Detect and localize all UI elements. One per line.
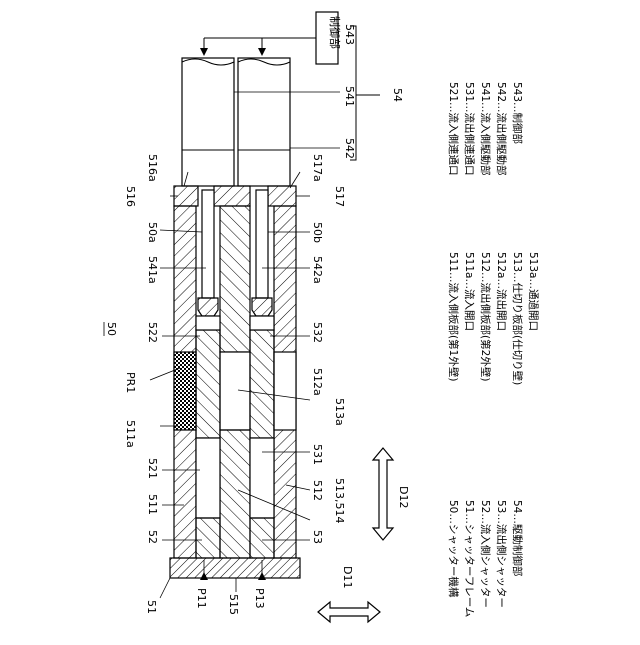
legend-left: 50…シャッター機構 51…シャッターフレーム 52…流入側シャッター 53…流… (447, 500, 524, 617)
partition-wall-513-lower (220, 430, 250, 558)
top-flange-center (214, 186, 250, 206)
legend-left-item: 53…流出側シャッター (495, 500, 508, 608)
coupling-532 (252, 298, 272, 316)
drive-unit-541 (182, 58, 234, 186)
direction-arrow-d11 (318, 602, 380, 622)
label-513-514: 513,514 (333, 478, 346, 524)
label-512: 512 (311, 480, 324, 501)
base-plate-515 (170, 558, 300, 578)
inflow-shutter-lower (196, 518, 220, 558)
legend-left-item: 51…シャッターフレーム (463, 500, 475, 617)
outflow-opening-512a (274, 352, 296, 430)
label-531: 531 (311, 444, 324, 465)
coupling-532-base (250, 316, 274, 330)
legend-middle-item: 513a…通過開口 (527, 252, 539, 331)
outflow-shutter-53 (250, 330, 274, 558)
legend-middle-item: 513…仕切り板部(仕切り壁) (511, 252, 524, 385)
label-p11: P11 (195, 588, 208, 609)
inflow-shutter-52 (196, 330, 220, 558)
legend-right-item: 531…流出側連通口 (463, 82, 476, 176)
label-512a: 512a (311, 368, 324, 396)
controller-label: 制御部 (328, 16, 342, 49)
outflow-shutter-upper (250, 330, 274, 438)
label-543: 543 (343, 24, 356, 45)
label-516: 516 (124, 186, 137, 207)
label-515: 515 (227, 594, 240, 615)
controller-block: 制御部 (204, 12, 342, 64)
drive-unit-542 (238, 58, 290, 186)
rod-542a (256, 190, 268, 298)
legend-middle: 511…流入側板部(第1外壁) 511a…流入開口 512…流出側板部(第2外壁… (447, 252, 539, 385)
label-513a: 513a (333, 398, 346, 426)
shutter-frame (170, 186, 300, 578)
rod-541a (202, 190, 214, 298)
label-511: 511 (146, 494, 159, 515)
label-542: 542 (343, 138, 356, 159)
label-541: 541 (343, 86, 356, 107)
outflow-shutter-port-531 (250, 438, 274, 518)
label-50b: 50b (311, 222, 324, 243)
direction-arrow-d12 (373, 448, 393, 540)
inflow-opening-511a (174, 352, 196, 430)
top-flange-517 (268, 186, 296, 206)
inflow-shutter-upper (196, 330, 220, 438)
label-50: 50 (105, 322, 118, 336)
legend-middle-item: 512a…流出開口 (495, 252, 508, 331)
legend-middle-item: 511a…流入開口 (463, 252, 476, 331)
legend-right-item: 542…流出側駆動部 (495, 82, 508, 176)
legend-left-item: 52…流入側シャッター (479, 500, 492, 608)
label-d11: D11 (341, 566, 354, 588)
legend-right-item: 541…流入側駆動部 (479, 82, 492, 176)
inflow-shutter-port-521 (196, 438, 220, 518)
legend-right-item: 543…制御部 (511, 82, 524, 144)
drive-units (182, 58, 290, 186)
label-541a: 541a (146, 256, 159, 284)
label-511a: 511a (124, 420, 137, 448)
label-532: 532 (311, 322, 324, 343)
legend-left-item: 50…シャッター機構 (447, 500, 460, 598)
label-pr1: PR1 (124, 372, 137, 393)
label-p13: P13 (253, 588, 266, 609)
outflow-shutter-lower (250, 518, 274, 558)
legend-middle-item: 512…流出側板部(第2外壁) (479, 252, 492, 381)
label-50a: 50a (146, 222, 159, 243)
legend-right-item: 521…流入側連通口 (447, 82, 460, 176)
label-54: 54 (391, 88, 404, 102)
label-517: 517 (333, 186, 346, 207)
label-516a: 516a (146, 154, 159, 182)
label-521: 521 (146, 458, 159, 479)
coupling-522 (198, 298, 218, 316)
label-52: 52 (146, 530, 159, 544)
legend-middle-item: 511…流入側板部(第1外壁) (447, 252, 460, 381)
label-522: 522 (146, 322, 159, 343)
label-51: 51 (145, 600, 158, 614)
label-516a-right: 517a (311, 154, 324, 182)
legend-right: 521…流入側連通口 531…流出側連通口 541…流入側駆動部 542…流出側… (447, 82, 524, 176)
label-d12: D12 (397, 486, 410, 508)
coupling-522-base (196, 316, 220, 330)
partition-wall-513-upper (220, 206, 250, 352)
legend-left-item: 54…駆動制御部 (511, 500, 524, 576)
label-542a: 542a (311, 256, 324, 284)
label-53: 53 (311, 530, 324, 544)
